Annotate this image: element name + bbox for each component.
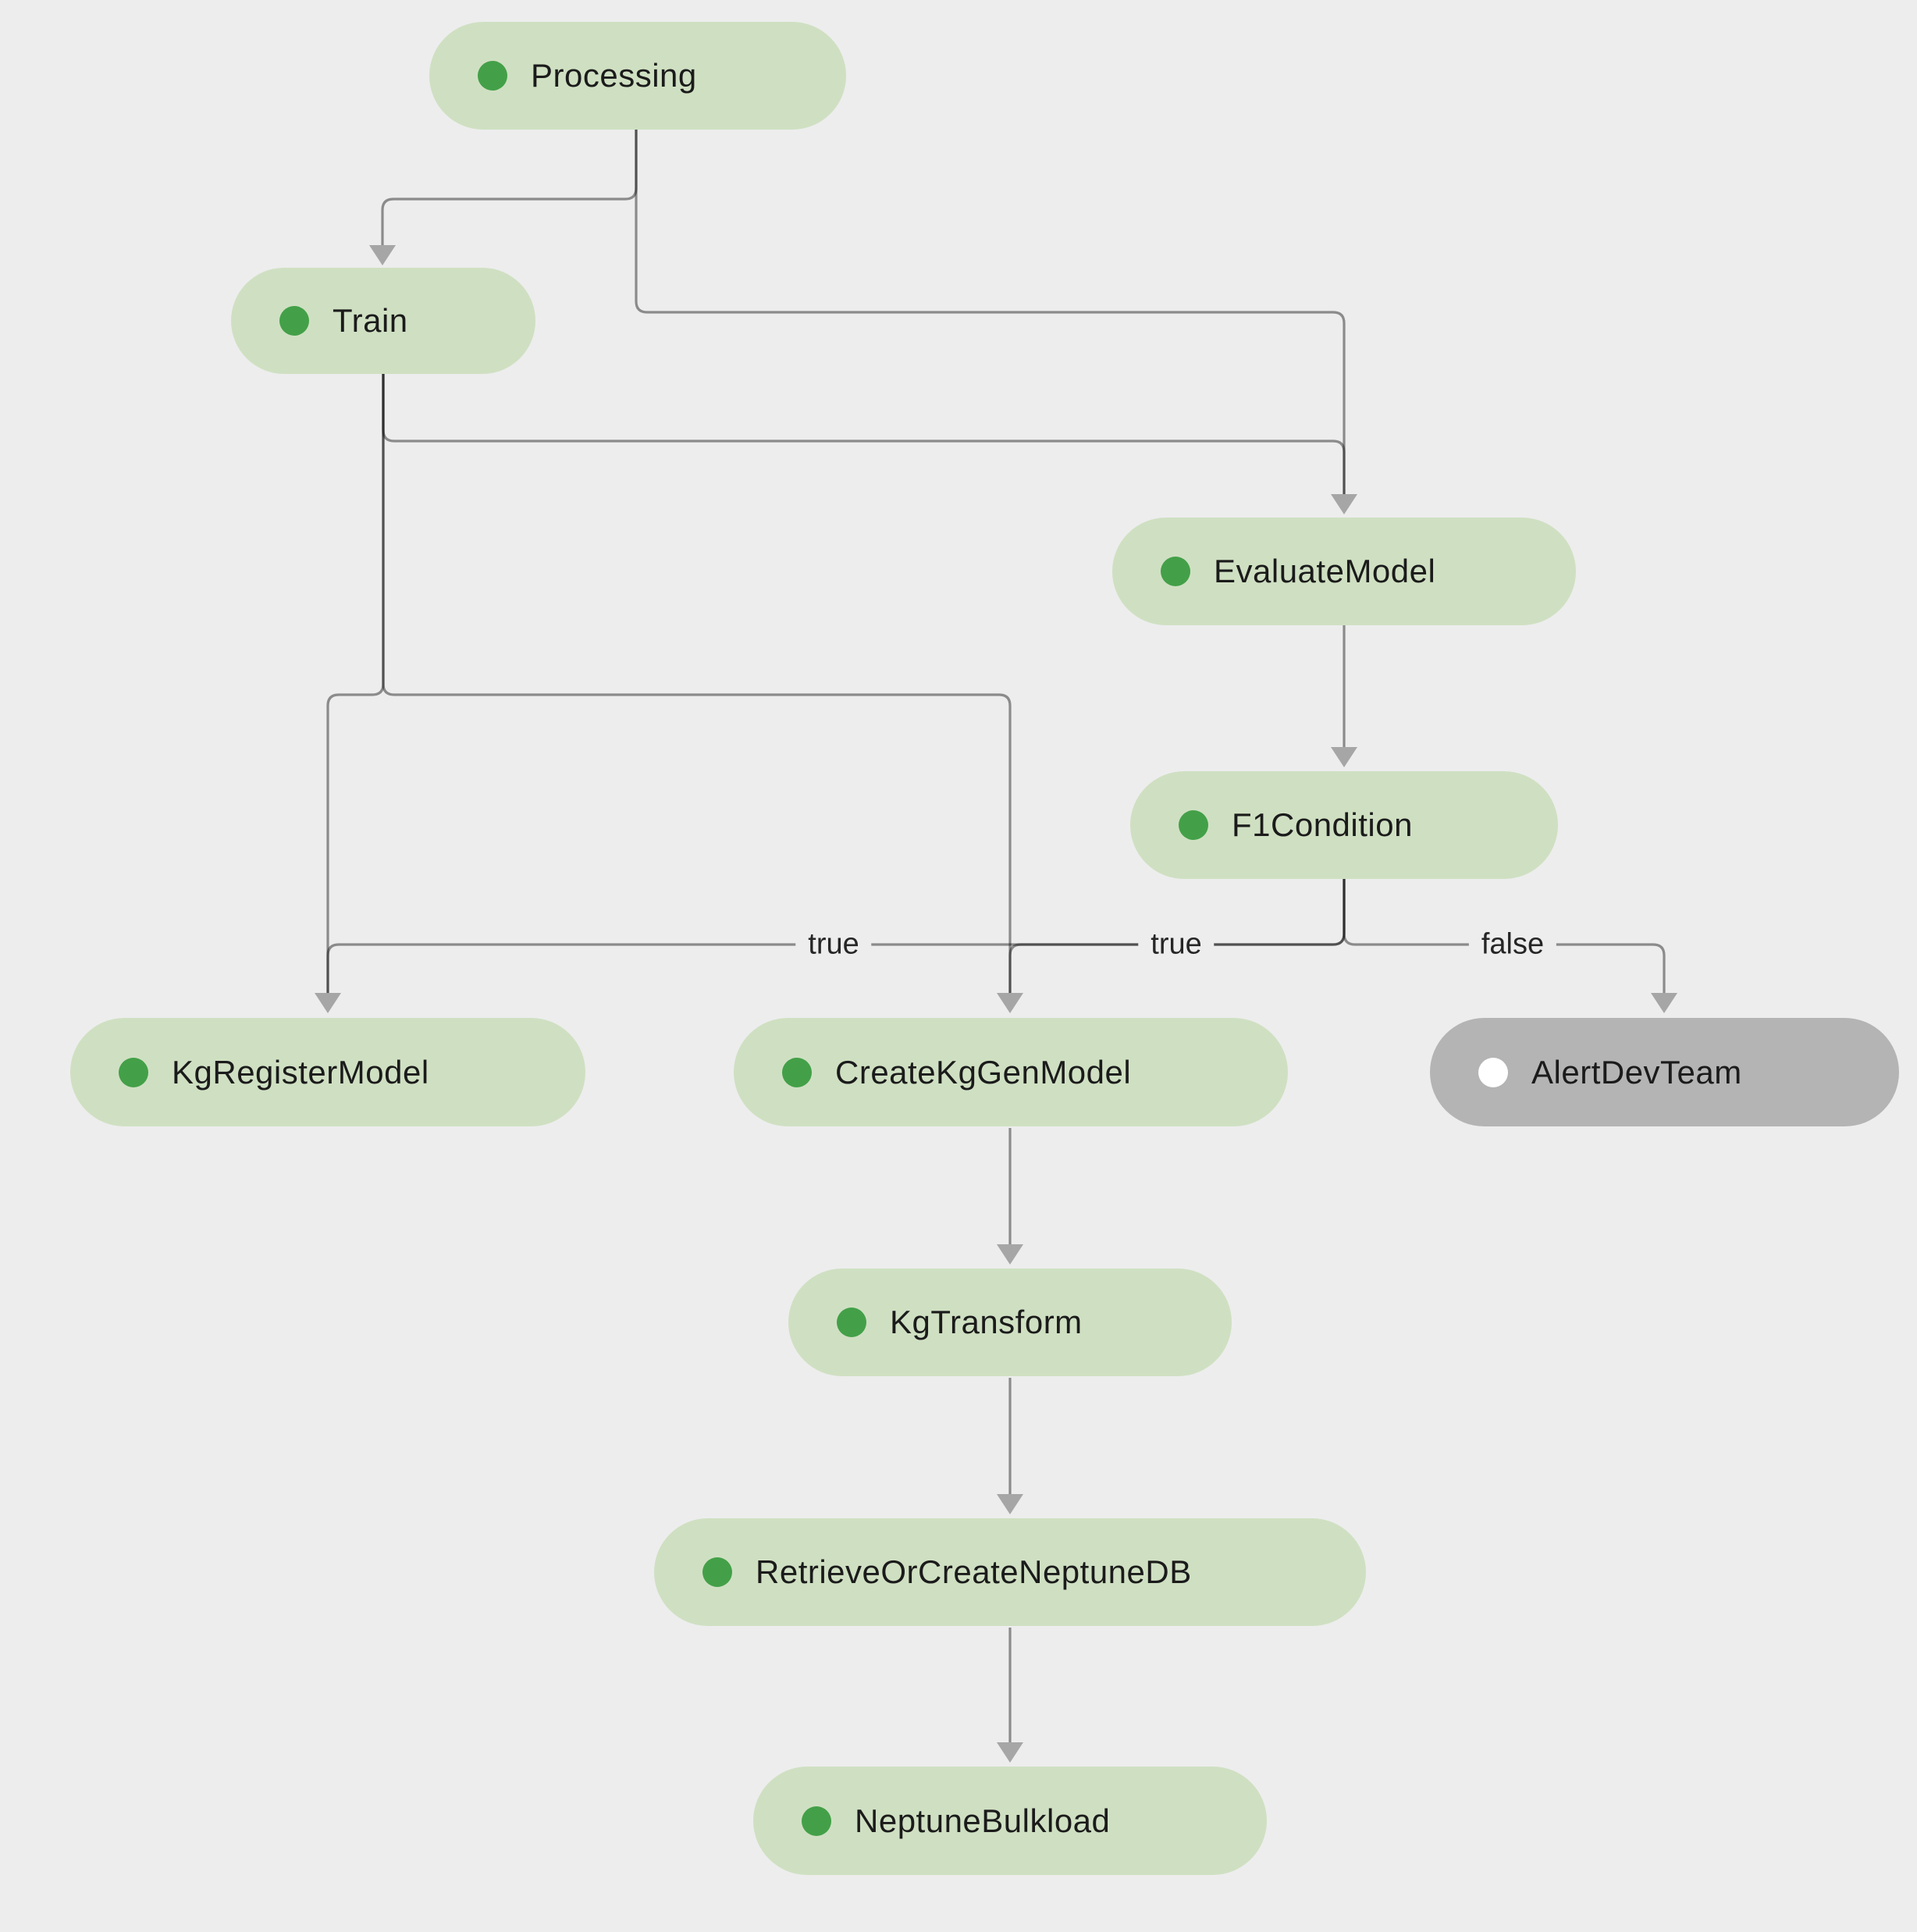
status-not-executed-dot-icon	[1478, 1057, 1508, 1087]
node-label: KgTransform	[890, 1304, 1083, 1340]
arrowhead-neptunebulkload	[997, 1742, 1023, 1763]
edge-label-true-kgregistermodel: true	[795, 927, 872, 962]
edge-label-true-createkggenmodel: true	[1138, 927, 1215, 962]
node-label: NeptuneBulkload	[855, 1802, 1111, 1839]
node-processing[interactable]: Processing	[429, 22, 846, 130]
edge-processing-evaluatemodel	[635, 130, 1346, 494]
status-succeeded-dot-icon	[702, 1557, 732, 1587]
arrowhead-evaluatemodel	[1331, 494, 1357, 514]
node-label: Train	[333, 302, 408, 339]
status-succeeded-dot-icon	[782, 1057, 812, 1087]
node-label: Processing	[531, 57, 697, 94]
arrowhead-retrieveorcreateneptunedb	[997, 1494, 1023, 1514]
arrowhead-alertdevteam	[1651, 993, 1677, 1013]
node-createkggenmodel[interactable]: CreateKgGenModel	[734, 1018, 1288, 1126]
arrowhead-kgtransform	[997, 1244, 1023, 1265]
node-label: F1Condition	[1232, 806, 1413, 843]
status-succeeded-dot-icon	[837, 1308, 866, 1337]
arrowhead-f1condition	[1331, 747, 1357, 767]
node-kgregistermodel[interactable]: KgRegisterModel	[70, 1018, 585, 1126]
node-label: RetrieveOrCreateNeptuneDB	[756, 1553, 1192, 1590]
node-evaluatemodel[interactable]: EvaluateModel	[1112, 518, 1576, 625]
node-alertdevteam[interactable]: AlertDevTeam	[1430, 1018, 1899, 1126]
status-succeeded-dot-icon	[802, 1806, 831, 1836]
status-succeeded-dot-icon	[1179, 810, 1208, 840]
arrowhead-createkggenmodel	[997, 993, 1023, 1013]
edge-label-false-alertdevteam: false	[1468, 927, 1557, 962]
node-label: AlertDevTeam	[1531, 1053, 1742, 1091]
edge-train-createkggenmodel	[382, 374, 1012, 993]
node-kgtransform[interactable]: KgTransform	[788, 1268, 1232, 1376]
status-succeeded-dot-icon	[119, 1057, 148, 1087]
edge-train-evaluatemodel	[382, 374, 1346, 494]
node-f1condition[interactable]: F1Condition	[1130, 771, 1558, 879]
node-label: EvaluateModel	[1214, 553, 1436, 589]
status-succeeded-dot-icon	[1161, 557, 1190, 586]
status-succeeded-dot-icon	[478, 61, 507, 91]
status-succeeded-dot-icon	[279, 306, 309, 336]
node-retrieveorcreateneptunedb[interactable]: RetrieveOrCreateNeptuneDB	[654, 1518, 1366, 1626]
node-label: CreateKgGenModel	[835, 1053, 1132, 1091]
arrowhead-kgregistermodel	[315, 993, 341, 1013]
node-neptunebulkload[interactable]: NeptuneBulkload	[753, 1767, 1267, 1875]
node-train[interactable]: Train	[231, 268, 535, 374]
node-label: KgRegisterModel	[172, 1053, 429, 1091]
arrowhead-train	[369, 245, 396, 265]
edge-processing-train	[381, 130, 638, 245]
edge-train-kgregistermodel	[326, 374, 385, 993]
